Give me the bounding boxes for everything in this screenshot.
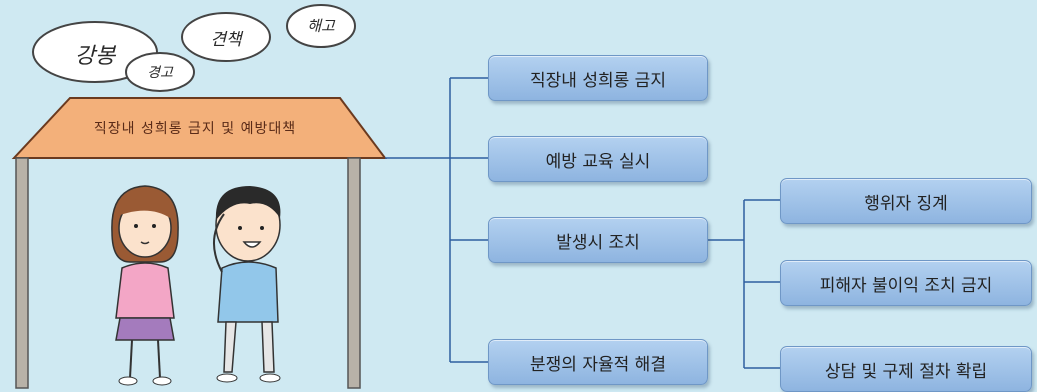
cloud-haego [286,4,356,48]
cloud-label-haego: 해고 [307,17,335,35]
woman-figure [111,185,179,386]
cloud-gyeonggo [125,52,195,92]
node-autonomous-resolution: 분쟁의 자율적 해결 [488,339,708,385]
man-figure [213,186,281,383]
sign-title: 직장내 성희롱 금지 및 예방대책 [93,121,297,137]
pillar-right [347,157,361,389]
cloud-gyeonchaek [181,12,271,62]
node-no-disadvantage-to-victim: 피해자 불이익 조치 금지 [780,260,1032,306]
cloud-label-gyeonggo: 경고 [147,65,173,81]
cloud-label-gangbong: 강봉 [74,44,116,69]
node-prevention-education: 예방 교육 실시 [488,136,708,182]
cloud-gangbong [32,21,158,83]
node-harassment-prohibition: 직장내 성희롱 금지 [488,55,708,101]
node-incident-response: 발생시 조치 [488,217,708,263]
connector-lines [385,77,780,369]
cloud-label-gyeonchaek: 견책 [210,30,242,50]
node-counseling-relief-procedure: 상담 및 구제 절차 확립 [780,346,1032,392]
pillar-left [15,157,29,389]
node-perpetrator-discipline: 행위자 징계 [780,178,1032,224]
